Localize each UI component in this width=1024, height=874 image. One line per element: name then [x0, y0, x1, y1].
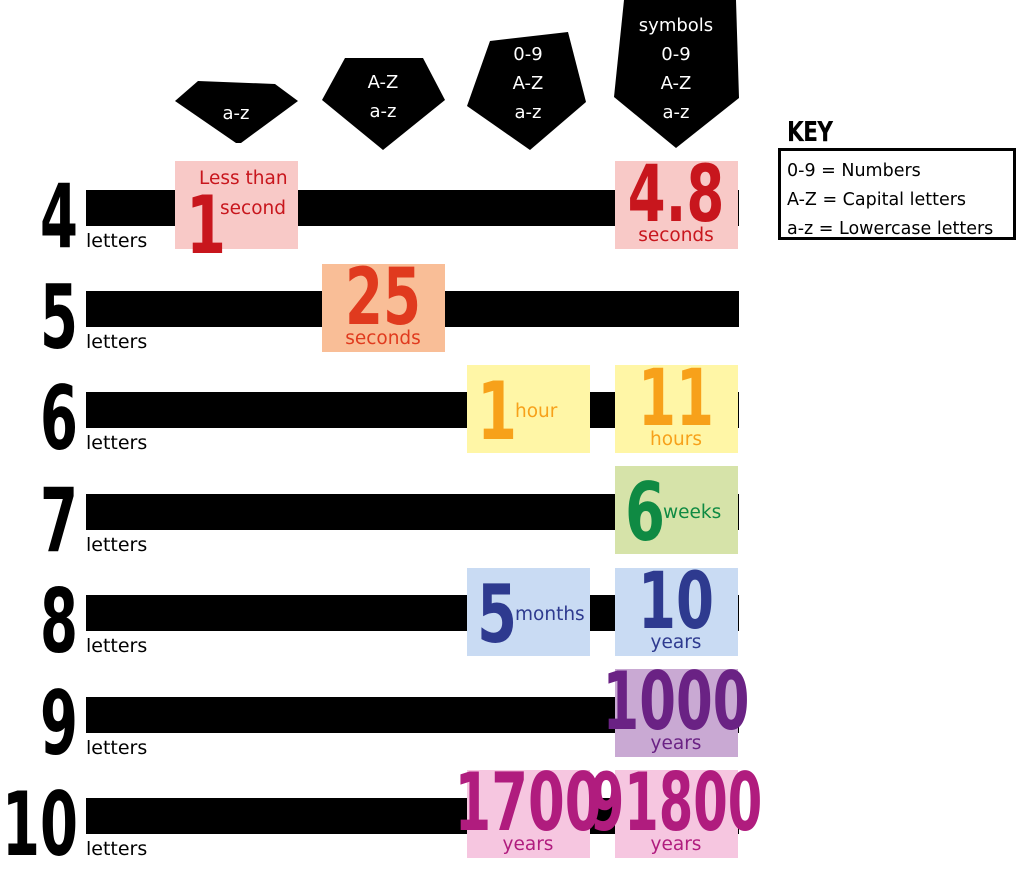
row-unit-label: letters	[86, 230, 147, 252]
time-cell	[467, 770, 590, 858]
time-cell	[467, 568, 590, 656]
time-cell	[322, 264, 445, 352]
time-value: 6	[625, 467, 665, 560]
time-cell	[615, 770, 738, 858]
row-unit-label: letters	[86, 331, 147, 353]
time-value: 1	[186, 180, 226, 273]
row-length-7: 7	[40, 470, 78, 572]
time-unit: weeks	[663, 502, 721, 523]
time-unit: months	[515, 604, 585, 625]
row-length-9: 9	[40, 673, 78, 775]
time-value: 25	[345, 252, 421, 342]
row-length-10: 10	[2, 774, 78, 874]
header-label-sym-num-upper-lower: 0-9	[661, 44, 690, 65]
time-cell	[615, 365, 738, 453]
time-value: 10	[638, 556, 714, 646]
time-unit: hour	[515, 401, 558, 422]
time-value: 5	[477, 569, 517, 662]
time-cell	[467, 365, 590, 453]
key-title: KEY	[787, 115, 833, 148]
time-value: 1700	[455, 756, 602, 849]
header-shape-lower	[175, 81, 298, 143]
row-length-4: 4	[40, 166, 78, 268]
time-unit: seconds	[345, 328, 421, 349]
time-cell	[615, 568, 738, 656]
time-unit: Less than	[199, 168, 288, 189]
key-line-numbers: 0-9 = Numbers	[787, 161, 921, 181]
time-unit: years	[651, 733, 702, 754]
key-box: 0-9 = Numbers A-Z = Capital letters a-z …	[778, 148, 1016, 240]
time-value: 4.8	[628, 149, 725, 239]
row-length-8: 8	[40, 571, 78, 673]
time-value: 1000	[603, 655, 750, 748]
header-label-num-upper-lower: 0-9	[513, 44, 542, 65]
time-value: 1	[477, 366, 517, 459]
time-unit: years	[651, 834, 702, 855]
row-unit-label: letters	[86, 432, 147, 454]
header-label-upper-lower: a-z	[370, 101, 397, 122]
header-label-sym-num-upper-lower: A-Z	[661, 73, 692, 94]
time-cell	[615, 669, 738, 757]
key-line-capitals: A-Z = Capital letters	[787, 190, 967, 210]
key-line-lowercase: a-z = Lowercase letters	[787, 219, 994, 239]
time-unit: years	[651, 632, 702, 653]
header-shape-upper-lower	[322, 58, 445, 150]
time-unit: seconds	[638, 225, 714, 246]
header-shape-sym-num-upper-lower	[614, 0, 739, 148]
row-length-6: 6	[40, 368, 78, 470]
time-cell	[615, 161, 738, 249]
header-label-sym-num-upper-lower: symbols	[639, 15, 713, 36]
time-value: 11	[638, 353, 714, 443]
row-length-5: 5	[40, 267, 78, 369]
header-label-upper-lower: A-Z	[368, 72, 399, 93]
time-unit: second	[220, 198, 286, 219]
header-label-num-upper-lower: A-Z	[513, 73, 544, 94]
row-unit-label: letters	[86, 737, 147, 759]
row-unit-label: letters	[86, 838, 147, 860]
header-label-sym-num-upper-lower: a-z	[663, 102, 690, 123]
header-label-num-upper-lower: a-z	[515, 102, 542, 123]
time-cell	[175, 161, 298, 249]
time-unit: years	[503, 834, 554, 855]
time-cell	[615, 466, 738, 554]
row-unit-label: letters	[86, 534, 147, 556]
header-shape-num-upper-lower	[467, 32, 586, 150]
time-unit: hours	[650, 429, 702, 450]
time-value: 91800	[590, 755, 763, 849]
row-unit-label: letters	[86, 635, 147, 657]
header-label-lower: a-z	[223, 103, 250, 124]
